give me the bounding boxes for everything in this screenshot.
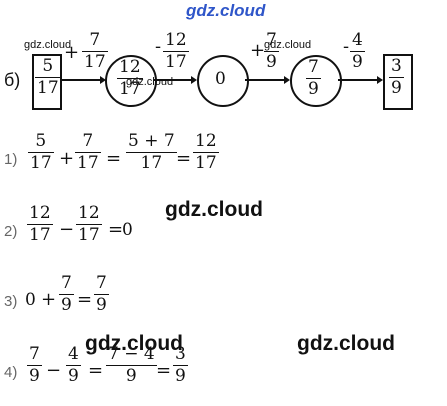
node3-circle xyxy=(290,55,342,107)
node2-circle xyxy=(197,55,249,107)
step-label: 4) xyxy=(4,364,18,381)
arrow-4-head xyxy=(377,76,383,84)
operator: + xyxy=(59,148,75,169)
arrow-3-head xyxy=(284,76,290,84)
watermark-top: gdz.cloud xyxy=(186,1,266,20)
step-label: 3) xyxy=(4,293,18,310)
watermark-big: gdz.cloud xyxy=(297,332,395,355)
equals: = xyxy=(176,148,192,169)
operator: + xyxy=(41,289,57,310)
watermark-small: gdz.cloud xyxy=(264,39,312,51)
equals: = xyxy=(88,360,104,381)
step-label: 1) xyxy=(4,151,18,168)
operator: − xyxy=(46,360,62,381)
start-box xyxy=(32,54,62,110)
watermark-big: gdz.cloud xyxy=(165,198,263,221)
op1-sign: + xyxy=(64,42,80,63)
diagram-arrows xyxy=(60,76,383,84)
operator: − xyxy=(59,219,75,240)
op2-sign: - xyxy=(155,36,162,57)
op4-sign: - xyxy=(343,36,350,57)
equals: = xyxy=(108,219,124,240)
equals: = xyxy=(156,360,172,381)
part-label: б) xyxy=(4,70,21,90)
equals: = xyxy=(106,148,122,169)
equals: = xyxy=(77,289,93,310)
arrow-2-head xyxy=(191,76,197,84)
result: 0 xyxy=(122,220,133,240)
arrow-1-head xyxy=(100,76,106,84)
watermark-small: gdz.cloud xyxy=(24,39,72,51)
watermark-big: gdz.cloud xyxy=(85,332,183,355)
end-box xyxy=(383,54,413,110)
value: 0 xyxy=(25,290,36,310)
step-label: 2) xyxy=(4,223,18,240)
node1-circle xyxy=(105,55,157,107)
node2-value: 0 xyxy=(215,69,226,89)
op3-sign: + xyxy=(250,40,266,61)
